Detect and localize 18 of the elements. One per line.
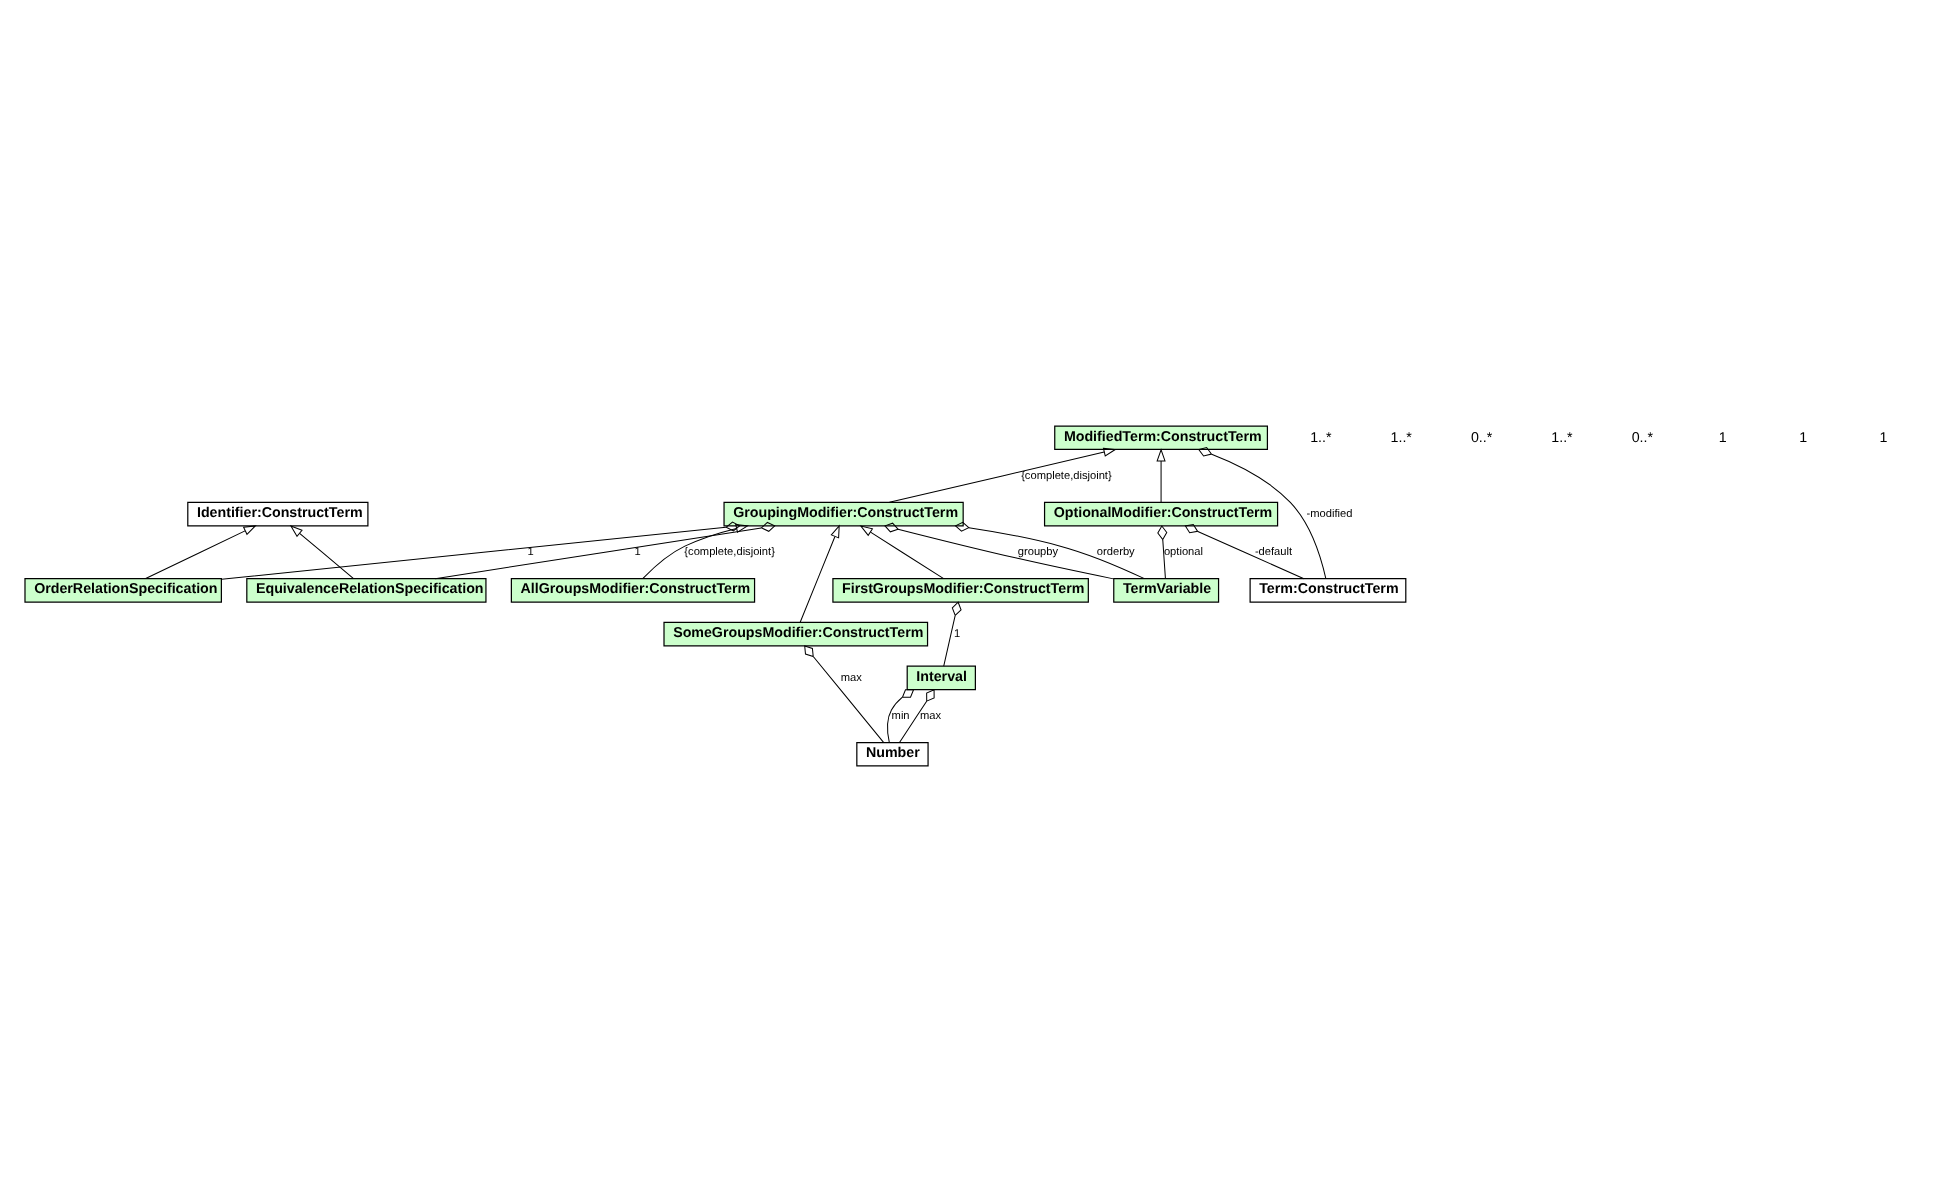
connector — [804, 645, 885, 743]
connector — [1157, 525, 1168, 579]
connector — [1184, 524, 1305, 580]
arrow — [642, 523, 750, 579]
connector — [954, 521, 1145, 580]
connector — [887, 689, 915, 743]
arrow — [145, 525, 257, 580]
arrow — [859, 525, 945, 580]
connector — [943, 601, 962, 667]
connector — [221, 521, 741, 580]
connector — [1197, 447, 1327, 580]
connector — [434, 521, 776, 580]
arrow — [799, 524, 840, 623]
arrow — [888, 447, 1117, 503]
connector — [899, 689, 935, 743]
arrow — [1156, 448, 1166, 503]
connector — [884, 522, 1114, 580]
arrow — [289, 525, 355, 580]
